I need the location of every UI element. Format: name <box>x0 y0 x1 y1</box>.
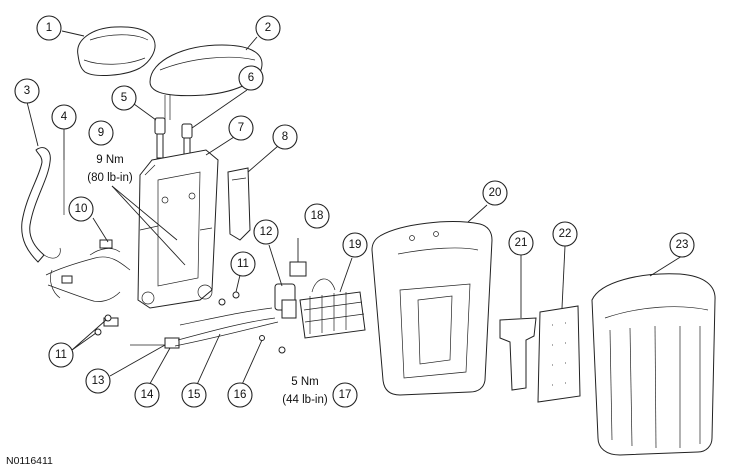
svg-text:13: 13 <box>92 375 105 387</box>
part-seat-back-frame <box>137 149 219 309</box>
part-cables <box>130 307 279 349</box>
callout-3: 3 <box>14 78 40 104</box>
callout-6: 6 <box>238 65 264 91</box>
callout-21: 21 <box>508 230 534 256</box>
svg-text:21: 21 <box>515 237 528 249</box>
part-control-module <box>289 261 307 277</box>
svg-text:11: 11 <box>237 258 249 270</box>
callout-16: 16 <box>227 382 253 408</box>
callout-10: 10 <box>68 196 94 222</box>
callout-7: 7 <box>228 115 254 141</box>
part-lumbar-assembly <box>299 278 366 339</box>
svg-text:19: 19 <box>349 239 362 251</box>
part-headrest <box>149 44 263 120</box>
callout-23: 23 <box>669 232 695 258</box>
svg-text:11: 11 <box>55 349 67 361</box>
svg-text:9: 9 <box>98 127 104 139</box>
callout-2: 2 <box>255 15 281 41</box>
svg-text:6: 6 <box>248 72 254 84</box>
callout-19: 19 <box>342 232 368 258</box>
svg-text:17: 17 <box>339 389 352 401</box>
callout-15: 15 <box>181 382 207 408</box>
svg-text:5: 5 <box>121 92 127 104</box>
part-headrest-cover <box>77 26 156 76</box>
torque-spec-9-nm: 9 Nm <box>96 154 123 166</box>
callout-18: 18 <box>304 203 330 229</box>
svg-text:16: 16 <box>234 389 247 401</box>
svg-text:14: 14 <box>141 389 154 401</box>
callout-17: 17 <box>332 382 358 408</box>
leader-lines <box>26 30 683 390</box>
svg-text:22: 22 <box>559 228 572 240</box>
svg-text:7: 7 <box>238 122 244 134</box>
part-side-bracket <box>227 167 251 241</box>
part-heater-mat <box>537 305 581 403</box>
svg-text:15: 15 <box>188 389 201 401</box>
svg-text:20: 20 <box>489 187 502 199</box>
svg-text:4: 4 <box>61 111 68 123</box>
svg-text:23: 23 <box>676 239 689 251</box>
callout-14: 14 <box>134 382 160 408</box>
svg-text:2: 2 <box>265 22 271 34</box>
callout-11-left: 11 <box>48 342 74 368</box>
callout-1: 1 <box>36 15 62 41</box>
part-wiring-harness <box>45 239 131 327</box>
callout-9: 9 <box>88 120 114 146</box>
part-seat-back-pad <box>371 221 493 396</box>
callout-8: 8 <box>272 124 298 150</box>
svg-text:3: 3 <box>24 85 30 97</box>
torque-spec-80-lbin: (80 lb-in) <box>87 172 133 184</box>
part-guide-sleeve-left <box>154 117 166 159</box>
part-foam-insert <box>499 317 537 391</box>
svg-text:1: 1 <box>46 22 52 34</box>
part-screw <box>278 346 286 354</box>
svg-text:8: 8 <box>282 131 288 143</box>
callout-4: 4 <box>51 104 77 130</box>
svg-text:12: 12 <box>260 226 273 238</box>
part-cable-strap <box>21 147 61 263</box>
callout-13: 13 <box>85 368 111 394</box>
part-bolts <box>94 291 240 336</box>
svg-text:10: 10 <box>75 203 88 215</box>
figure-id: N0116411 <box>6 455 53 467</box>
callout-20: 20 <box>482 180 508 206</box>
callout-22: 22 <box>552 221 578 247</box>
part-lumbar-motor <box>274 283 297 319</box>
part-seat-back-cover <box>591 273 716 456</box>
svg-text:18: 18 <box>311 210 324 222</box>
torque-spec-5-nm: 5 Nm <box>291 376 318 388</box>
callout-12: 12 <box>253 219 279 245</box>
torque-spec-44-lbin: (44 lb-in) <box>282 394 328 406</box>
callout-11-right: 11 <box>230 251 256 277</box>
callout-5: 5 <box>111 85 137 111</box>
